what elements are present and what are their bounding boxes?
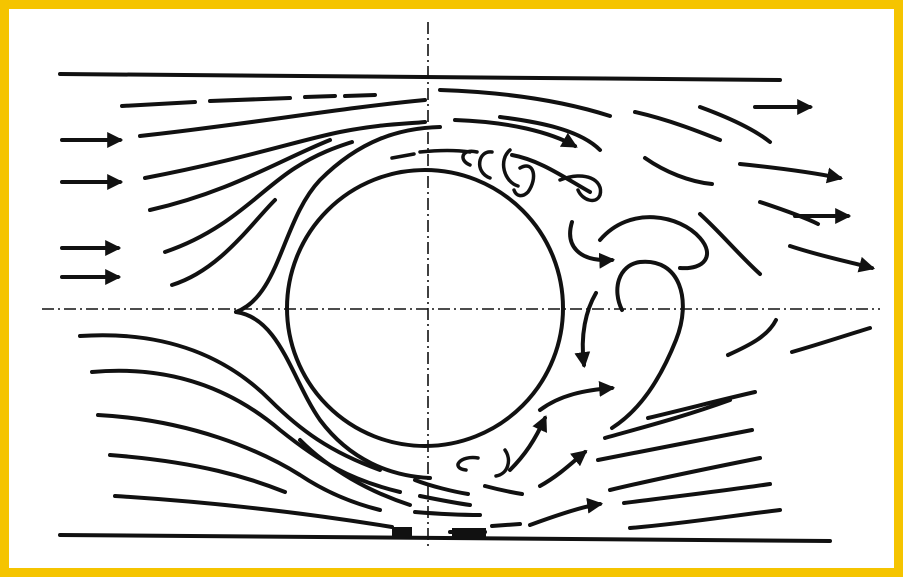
streamline xyxy=(501,148,520,188)
streamline xyxy=(790,326,872,354)
flow-arrow xyxy=(528,497,604,527)
contact-block xyxy=(452,528,486,537)
streamline xyxy=(96,413,382,512)
streamline xyxy=(456,455,480,472)
streamline xyxy=(726,318,778,357)
streamline xyxy=(108,453,287,494)
streamline xyxy=(646,390,757,420)
streamline xyxy=(418,148,472,154)
streamline xyxy=(438,88,612,118)
streamline xyxy=(78,333,382,472)
streamline xyxy=(298,438,412,507)
separation-envelope xyxy=(234,125,442,480)
streamline xyxy=(558,174,603,203)
streamline xyxy=(643,156,714,186)
streamline xyxy=(390,152,416,160)
streamline xyxy=(498,115,602,152)
streamline xyxy=(633,110,722,142)
top-wall xyxy=(58,72,782,82)
streamline xyxy=(598,215,710,271)
streamline xyxy=(608,456,762,492)
streamline xyxy=(143,120,427,180)
streamline xyxy=(120,100,197,108)
streamline xyxy=(610,259,685,430)
streamline xyxy=(698,212,762,276)
streamline xyxy=(461,149,479,167)
centerlines xyxy=(42,22,880,550)
streamline xyxy=(170,198,277,287)
flow-arrow xyxy=(574,291,598,369)
streamline xyxy=(622,482,772,505)
flow-arrow xyxy=(538,450,588,488)
streamline xyxy=(596,428,754,462)
wall-contact-marks xyxy=(392,527,486,537)
streamline xyxy=(483,484,524,496)
streamline xyxy=(413,510,482,517)
flow-arrow xyxy=(453,118,578,148)
cylinder xyxy=(285,168,565,448)
flow-arrow xyxy=(788,244,876,273)
streamline xyxy=(628,508,782,530)
upper-vortex-curls xyxy=(390,148,603,203)
bottom-wall xyxy=(58,533,832,543)
streamline xyxy=(758,200,820,226)
streamline xyxy=(603,398,732,440)
lower-streamlines xyxy=(78,333,412,529)
streamline xyxy=(490,522,522,528)
streamline xyxy=(138,98,427,138)
streamline xyxy=(418,494,472,507)
streamline xyxy=(234,310,432,480)
streamline xyxy=(478,150,494,180)
flow-arrow xyxy=(568,220,616,269)
streamline xyxy=(113,494,394,529)
streamline xyxy=(698,105,772,144)
streamline xyxy=(234,125,442,314)
flow-arrow xyxy=(738,162,844,184)
channel-walls xyxy=(58,72,832,543)
streamline xyxy=(208,96,292,103)
flow-arrow xyxy=(538,380,616,412)
streamline xyxy=(90,368,402,494)
streamline xyxy=(413,478,470,496)
central-wake-vortices xyxy=(538,200,876,430)
streamline xyxy=(510,153,592,194)
inlet-arrows xyxy=(60,132,124,285)
upper-wake-streamlines xyxy=(438,88,852,224)
contact-block xyxy=(392,527,412,537)
streamline xyxy=(512,164,536,198)
streamline xyxy=(494,448,511,478)
upper-streamlines xyxy=(120,93,427,287)
streamline xyxy=(163,140,354,254)
flow-arrow xyxy=(508,415,547,472)
streamline xyxy=(148,138,332,212)
streamline xyxy=(343,93,377,98)
lower-wake-streamlines xyxy=(413,390,782,534)
streamline xyxy=(303,94,337,99)
